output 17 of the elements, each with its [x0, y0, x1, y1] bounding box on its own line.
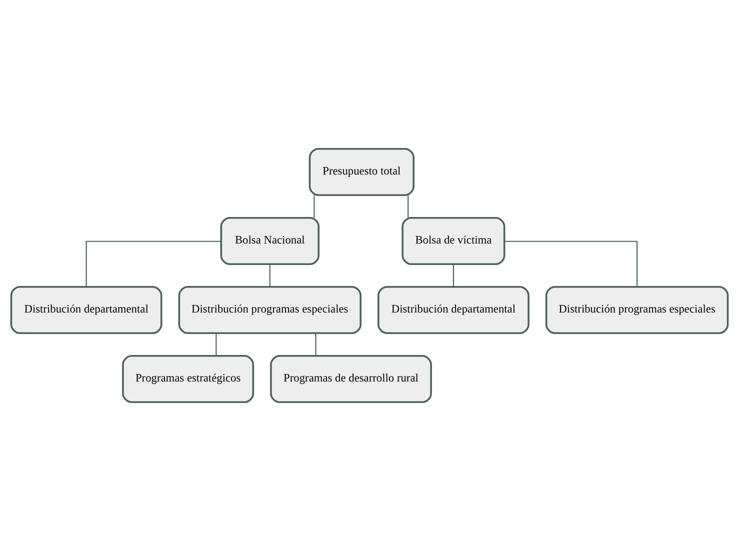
connector	[408, 194, 409, 218]
connector	[269, 264, 270, 286]
node-box: Bolsa Nacional	[220, 216, 320, 264]
node-box: Distribución departamental	[10, 286, 162, 334]
node-box: Bolsa de víctima	[402, 216, 506, 264]
node-box: Presupuesto total	[308, 147, 414, 196]
node-box: Distribución departamental	[378, 286, 530, 334]
node-box: Distribución programas especiales	[178, 286, 362, 334]
node-box: Programas de desarrollo rural	[270, 354, 432, 403]
connector	[504, 240, 638, 286]
connector	[315, 332, 316, 356]
connector	[216, 332, 217, 356]
connector	[452, 264, 454, 286]
connector	[86, 240, 221, 286]
connector	[314, 194, 315, 218]
node-box: Programas estratégicos	[122, 354, 254, 403]
node-box: Distribución programas especiales	[545, 286, 729, 334]
